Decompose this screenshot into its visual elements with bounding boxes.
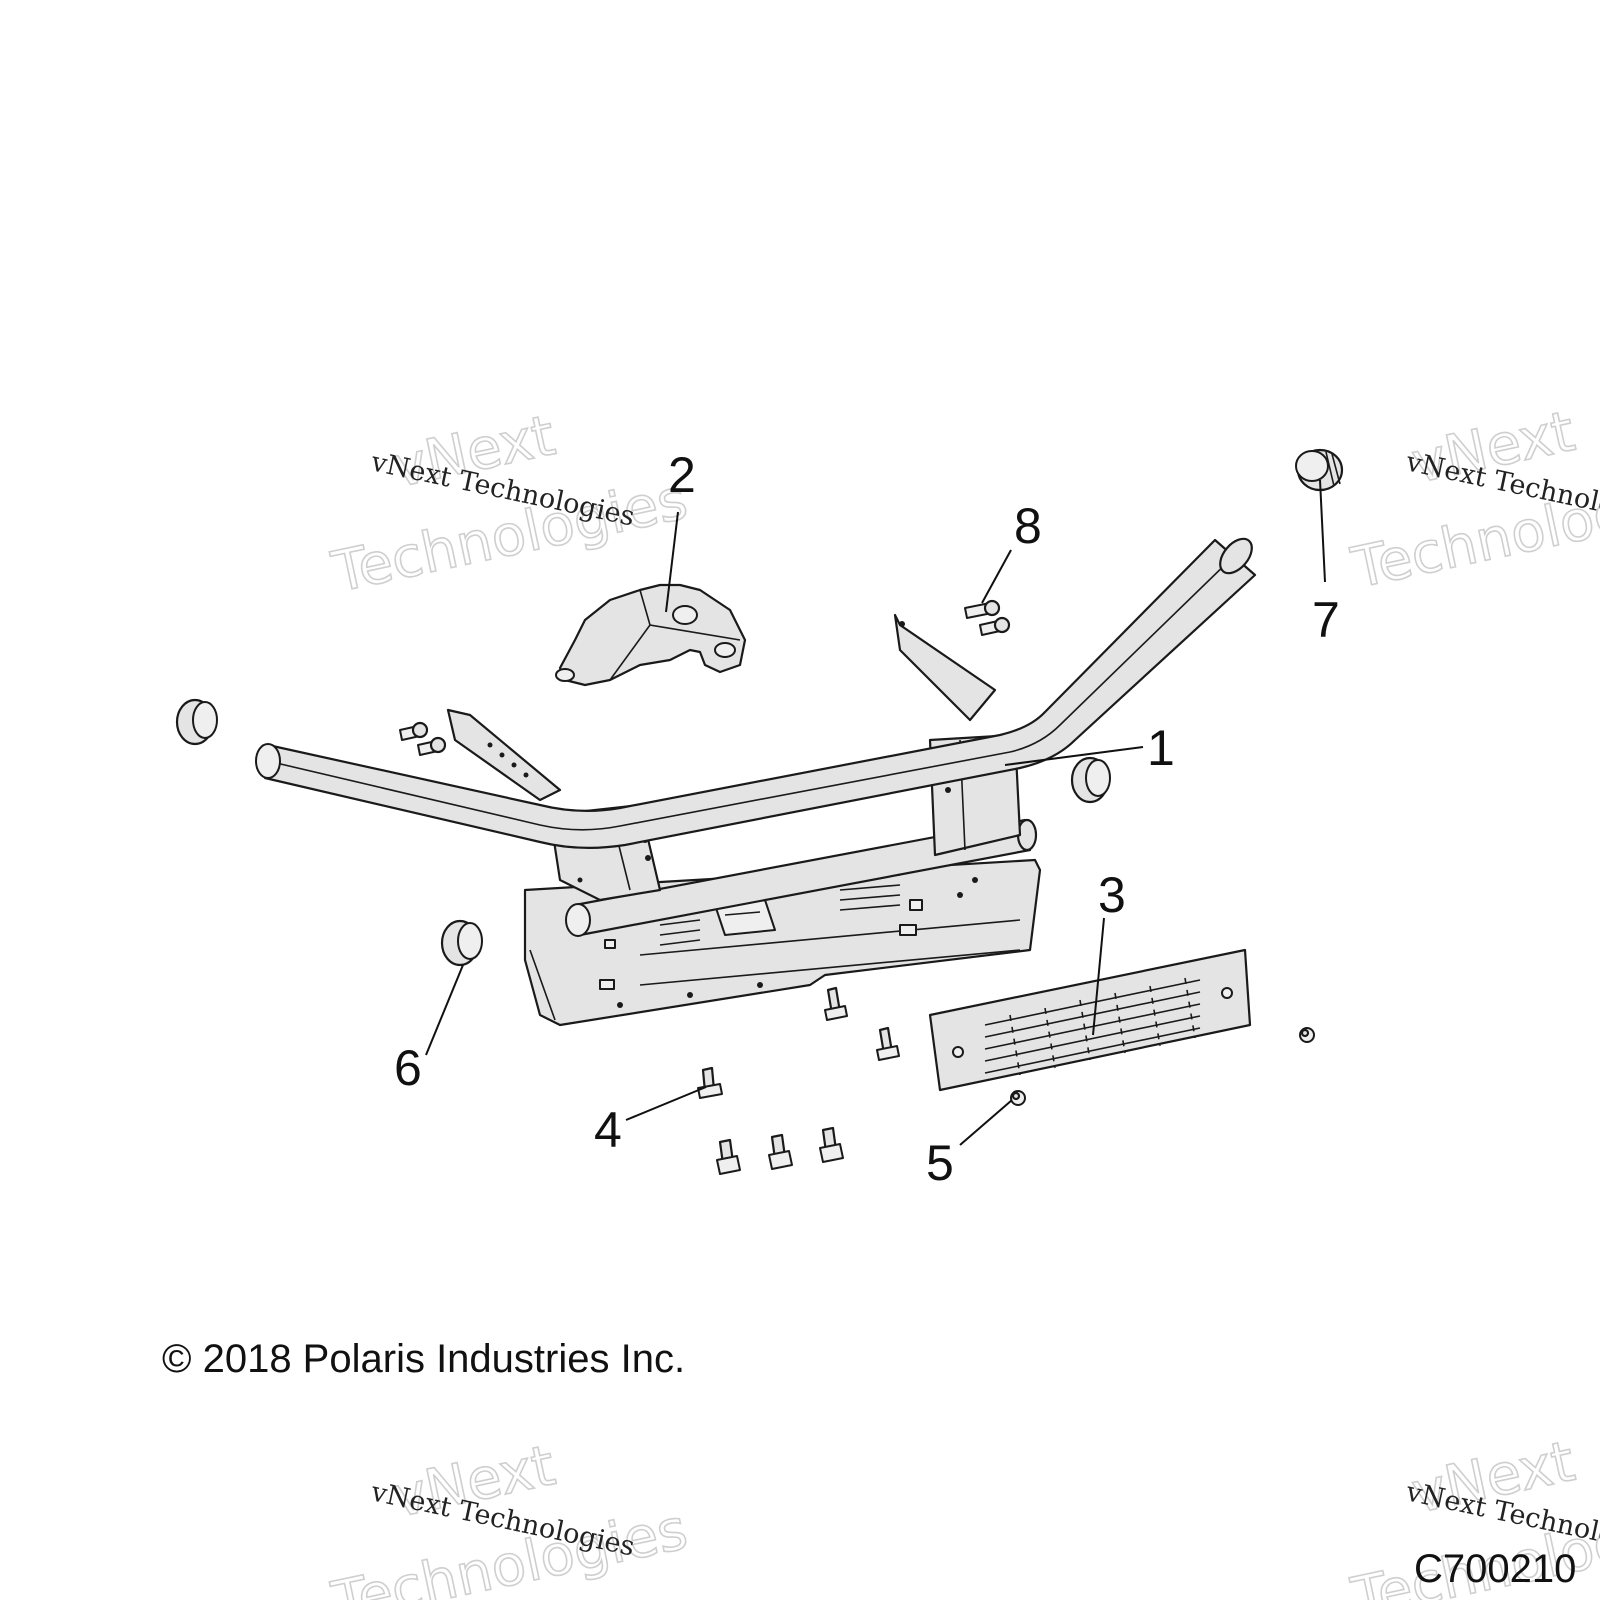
callout-7: 7 [1312,592,1340,648]
bolt [768,1133,793,1170]
part-5-screws [1010,1027,1315,1106]
grille-slots [984,977,1201,1076]
bolt [824,986,848,1021]
copyright-text: © 2018 Polaris Industries Inc. [162,1337,685,1381]
part-2-mount-bracket [555,583,747,687]
bolt [876,1026,900,1061]
end-cap [1070,756,1111,804]
bolt [399,721,429,741]
callout-1: 1 [1147,720,1175,776]
leader-lines [425,479,1326,1146]
callout-4: 4 [594,1102,622,1158]
bolt [697,1066,723,1099]
bolt [417,736,447,756]
figure-id: C700210 [1414,1547,1576,1591]
callouts: 1 2 3 4 5 6 7 8 [394,447,1340,1191]
bolt [979,616,1011,636]
end-cap [440,919,483,967]
part-6-end-caps [175,698,1111,967]
callout-3: 3 [1098,867,1126,923]
part-3-grille-screen [928,948,1252,1092]
callout-2: 2 [668,447,696,503]
bolt [716,1138,741,1175]
callout-8: 8 [1014,498,1042,554]
part-1-front-bumper [255,537,1257,1027]
callout-6: 6 [394,1040,422,1096]
part-4-bolts [697,986,900,1175]
bolt [819,1126,844,1163]
end-cap [175,698,218,746]
bolt [964,599,1001,619]
part-8-bolts [399,599,1011,756]
callout-5: 5 [926,1135,954,1191]
part-7-grommet [1295,448,1344,492]
